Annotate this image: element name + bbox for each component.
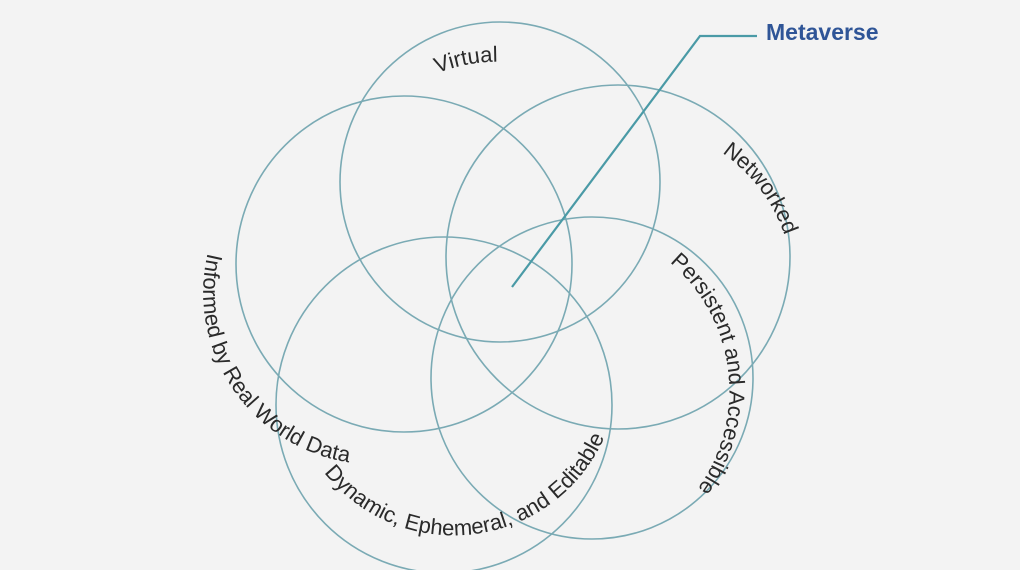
svg-text:Persistent and Accessible: Persistent and Accessible xyxy=(666,247,749,500)
title-leader-line xyxy=(511,34,757,288)
label-dynamic-ephemeral-editable: Dynamic, Ephemeral, and Editable xyxy=(320,428,609,540)
label-networked: Networked xyxy=(719,137,803,237)
diagram-title: Metaverse xyxy=(766,19,879,45)
svg-text:Dynamic, Ephemeral, and Editab: Dynamic, Ephemeral, and Editable xyxy=(320,428,609,540)
label-informed-real-world-data: Informed by Real World Data xyxy=(198,252,353,468)
circle-informed xyxy=(235,95,573,433)
label-persistent-accessible: Persistent and Accessible xyxy=(666,247,749,500)
circle-dynamic xyxy=(275,236,613,570)
circle-virtual xyxy=(339,21,661,343)
svg-text:Virtual: Virtual xyxy=(431,42,498,78)
circle-networked xyxy=(445,84,791,430)
svg-text:Informed by Real World Data: Informed by Real World Data xyxy=(198,252,353,468)
label-virtual: Virtual xyxy=(431,42,498,78)
svg-text:Networked: Networked xyxy=(719,137,803,237)
circle-persistent xyxy=(430,216,754,540)
